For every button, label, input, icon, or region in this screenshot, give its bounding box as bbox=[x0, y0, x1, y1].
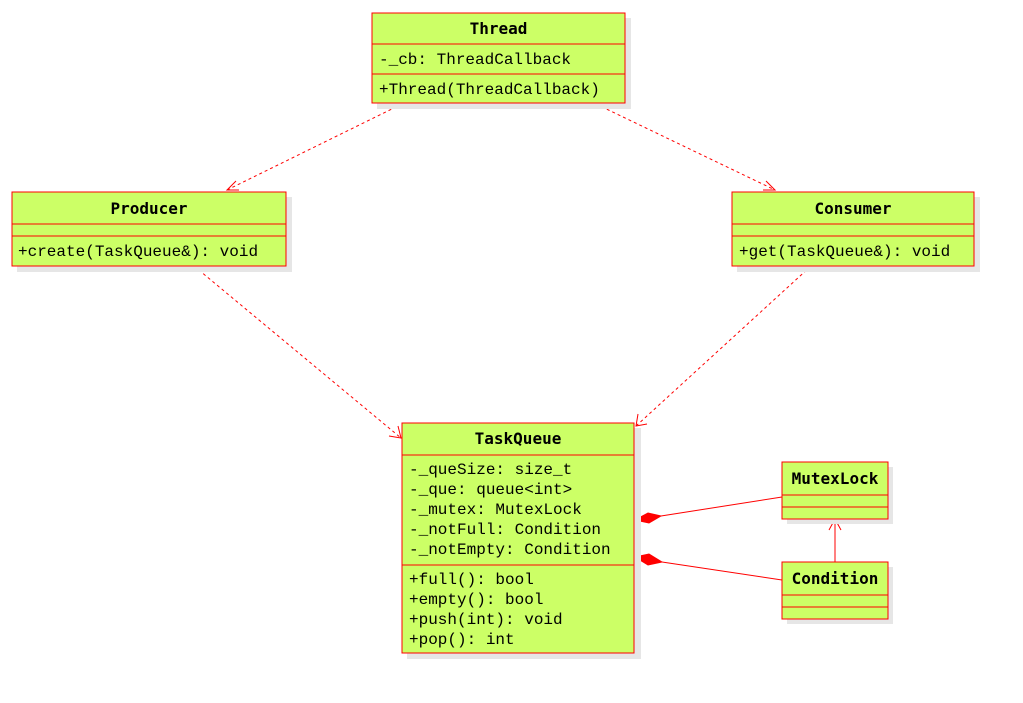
class-condition[interactable]: Condition bbox=[781, 561, 893, 624]
class-taskqueue-operation: +empty(): bool bbox=[409, 591, 543, 609]
dependency-thread-consumer bbox=[595, 103, 777, 191]
class-taskqueue-operation: +full(): bool bbox=[409, 571, 534, 589]
class-producer-operation: +create(TaskQueue&): void bbox=[18, 243, 258, 261]
dependency-consumer-taskqueue bbox=[635, 265, 812, 427]
class-thread-name: Thread bbox=[470, 19, 528, 38]
class-consumer-name: Consumer bbox=[814, 199, 891, 218]
class-taskqueue-attribute: -_queSize: size_t bbox=[409, 461, 572, 479]
composition-taskqueue-condition bbox=[633, 553, 783, 581]
class-taskqueue-attribute: -_notEmpty: Condition bbox=[409, 541, 611, 559]
class-taskqueue-attribute: -_que: queue<int> bbox=[409, 481, 572, 499]
class-mutexlock[interactable]: MutexLock bbox=[781, 461, 893, 524]
class-consumer-operation: +get(TaskQueue&): void bbox=[739, 243, 950, 261]
class-thread-attribute: -_cb: ThreadCallback bbox=[379, 51, 571, 69]
class-thread[interactable]: Thread -_cb: ThreadCallback +Thread(Thre… bbox=[371, 12, 631, 109]
class-taskqueue-name: TaskQueue bbox=[475, 429, 562, 448]
class-taskqueue[interactable]: TaskQueue -_queSize: size_t -_que: queue… bbox=[401, 422, 641, 659]
class-taskqueue-attribute: -_mutex: MutexLock bbox=[409, 501, 582, 519]
class-mutexlock-name: MutexLock bbox=[792, 469, 879, 488]
class-taskqueue-attribute: -_notFull: Condition bbox=[409, 521, 601, 539]
class-producer[interactable]: Producer +create(TaskQueue&): void bbox=[11, 191, 292, 272]
class-consumer[interactable]: Consumer +get(TaskQueue&): void bbox=[731, 191, 980, 272]
composition-taskqueue-mutexlock bbox=[633, 496, 783, 524]
class-taskqueue-operation: +push(int): void bbox=[409, 611, 563, 629]
class-condition-name: Condition bbox=[792, 569, 879, 588]
dependency-thread-producer bbox=[225, 103, 403, 191]
class-taskqueue-operation: +pop(): int bbox=[409, 631, 515, 649]
association-condition-mutexlock bbox=[828, 517, 842, 562]
dependency-producer-taskqueue bbox=[193, 265, 402, 439]
class-producer-name: Producer bbox=[110, 199, 187, 218]
class-thread-operation: +Thread(ThreadCallback) bbox=[379, 81, 600, 99]
